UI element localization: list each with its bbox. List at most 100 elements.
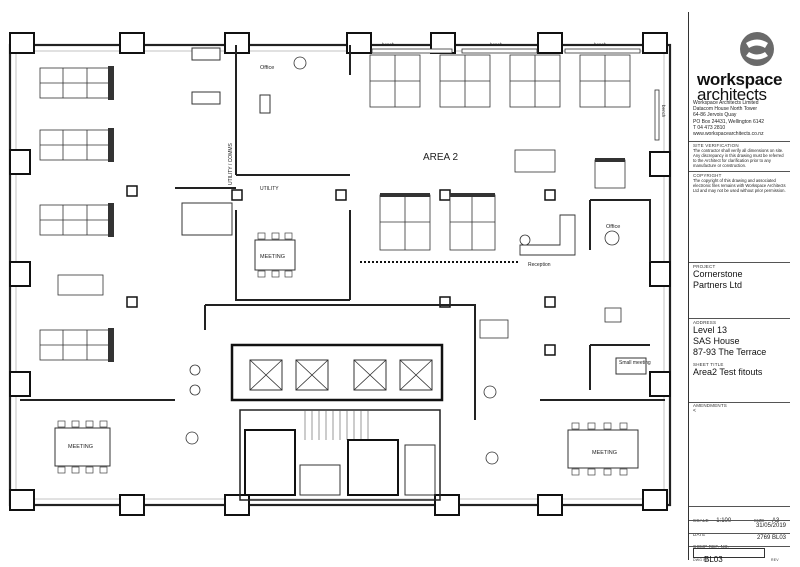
inner-columns: [126, 185, 556, 356]
column: [537, 494, 563, 516]
site-verification-caption: SITE VERIFICATION: [693, 143, 739, 148]
sheet-title-caption: SHEET TITLE: [693, 362, 724, 367]
column: [119, 32, 145, 54]
site-address-line: 87-93 The Terrace: [693, 347, 767, 357]
bench-label: bench: [490, 42, 503, 47]
drawing-number-row: BL03 DWG No. Rev: [693, 548, 788, 564]
utility-label: UTILITY: [260, 186, 279, 192]
address-line: PO Box 24431, Wellington 6142: [693, 118, 765, 125]
interior-walls: [20, 45, 665, 420]
column: [119, 494, 145, 516]
logo-mark-icon: [740, 32, 774, 66]
project: PROJECT Cornerstone Partners Ltd: [693, 264, 788, 291]
project-name-line: Cornerstone: [693, 269, 743, 279]
scale-value: 1:100: [716, 518, 732, 524]
copyright-text: The copyright of this drawing and associ…: [693, 178, 786, 193]
amendments-caption: AMENDMENTS: [693, 403, 728, 408]
bench-label: bench: [382, 42, 395, 47]
column: [649, 261, 671, 287]
site-verification: SITE VERIFICATION The contractor shall v…: [693, 143, 788, 168]
sheet-title-value: Area2 Test fitouts: [693, 367, 763, 377]
office-right-label: Office: [606, 224, 620, 230]
comp-ref-value: 2769 BL03: [756, 535, 786, 541]
meeting-tables: [54, 47, 647, 469]
area2-label: AREA 2: [423, 152, 458, 163]
size-value: A3: [771, 518, 780, 524]
site-verification-text: The contractor shall verify all dimensio…: [693, 148, 784, 168]
sheet-title: SHEET TITLE Area2 Test fitouts: [693, 362, 788, 378]
project-name-line: Partners Ltd: [693, 280, 743, 290]
column: [537, 32, 563, 54]
divider: [689, 533, 790, 534]
utility-comms-label: UTILITY / COMMS: [228, 142, 234, 185]
brand-name: workspace architects: [693, 70, 788, 104]
column: [9, 149, 31, 175]
logo: workspace architects: [693, 30, 788, 104]
address-line: 64-86 Jervois Quay: [693, 112, 737, 119]
divider: [689, 506, 790, 507]
divider: [689, 262, 790, 263]
address-line: Datacom House North Tower: [693, 106, 758, 113]
workstations-top: [369, 54, 631, 251]
reception-desk: [360, 214, 576, 263]
reception-label: Reception: [528, 262, 551, 268]
column: [346, 32, 372, 54]
column: [434, 494, 460, 516]
column: [649, 151, 671, 177]
brand-bold: workspace: [697, 70, 783, 89]
site-address: ADDRESS Level 13 SAS House 87-93 The Ter…: [693, 320, 788, 358]
amendments-mark: <: [693, 408, 696, 414]
site-address-line: Level 13: [693, 325, 728, 335]
date-row: DATE 31/05/2019: [693, 523, 788, 537]
columns: [9, 32, 671, 516]
company-info: Workspace Architects Limited Datacom Hou…: [693, 100, 788, 137]
divider: [689, 402, 790, 403]
phone-line: T 04 473 2810: [693, 124, 726, 131]
meeting-right-label: MEETING: [592, 450, 617, 456]
rev-caption: Rev: [771, 558, 779, 562]
building-core: [230, 343, 444, 501]
date-value: 31/05/2019: [755, 523, 786, 529]
column: [649, 371, 671, 397]
workstation-screens-top: [380, 158, 625, 197]
address-caption: ADDRESS: [693, 320, 717, 325]
copyright: COPYRIGHT The copyright of this drawing …: [693, 173, 788, 193]
chairs: [57, 232, 628, 476]
office-top-label: Office: [260, 65, 274, 71]
website-line: www.workspacearchitects.co.nz: [693, 131, 764, 138]
column: [9, 261, 31, 287]
meeting-left-label: MEETING: [68, 444, 93, 450]
dwg-caption: DWG No.: [693, 558, 711, 562]
workstation-screens-left: [108, 66, 114, 362]
column: [9, 489, 35, 511]
company-name: Workspace Architects Limited: [693, 100, 759, 106]
project-caption: PROJECT: [693, 264, 716, 269]
bench-label: bench: [594, 42, 607, 47]
title-block: workspace architects Workspace Architect…: [688, 12, 790, 564]
floor-plan: AREA 2 Office Office UTILITY / COMMS UTI…: [8, 32, 672, 516]
divider: [689, 318, 790, 319]
copyright-caption: COPYRIGHT: [693, 173, 722, 178]
column: [224, 494, 250, 516]
divider: [689, 546, 790, 547]
column: [642, 32, 668, 54]
site-address-line: SAS House: [693, 336, 740, 346]
drawing-number: BL03: [704, 555, 723, 564]
column: [9, 32, 35, 54]
meeting-mid-label: MEETING: [260, 254, 285, 260]
date-caption: DATE: [693, 532, 706, 537]
scale-row: SCALE 1:100 SIZE A3: [693, 509, 788, 524]
workstations-left: [39, 67, 111, 361]
column: [9, 371, 31, 397]
benches: [371, 48, 660, 141]
bench-label: bench: [661, 105, 666, 118]
divider: [689, 171, 790, 172]
lounge-furniture: [185, 56, 622, 465]
column: [642, 489, 668, 511]
amendments: AMENDMENTS <: [693, 403, 788, 414]
comp-ref-row: COMP REF. No. 2769 BL03: [693, 535, 788, 549]
divider: [689, 141, 790, 142]
divider: [689, 520, 790, 521]
brand-light: architects: [697, 85, 767, 104]
small-meeting-label: Small meeting: [619, 360, 651, 366]
